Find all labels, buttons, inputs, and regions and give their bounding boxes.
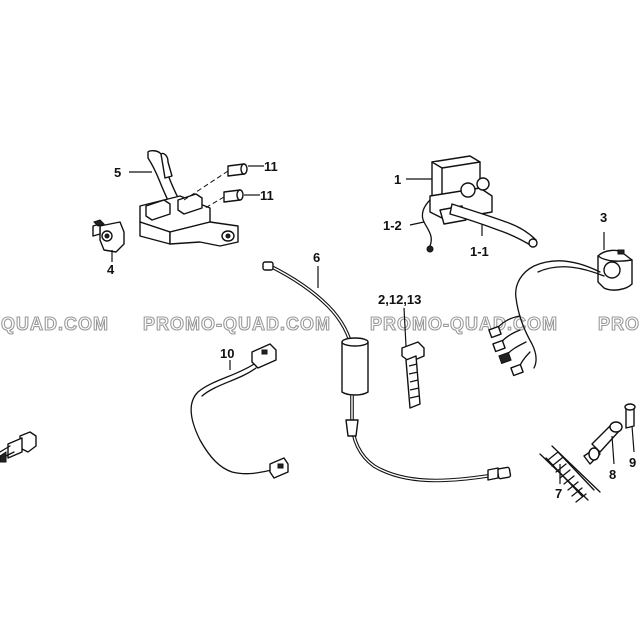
part-11-screws — [183, 163, 248, 209]
callouts: 5 11 11 4 1 1-2 1-1 3 6 2,12,13 10 7 8 9 — [107, 159, 636, 501]
callout-11b: 11 — [260, 188, 274, 203]
part-9-bolt — [624, 403, 636, 429]
watermark-text-3: PROMO-QUAD.COM — [370, 314, 558, 334]
watermark-text-1: -QUAD.COM — [0, 314, 109, 334]
callout-5: 5 — [114, 165, 121, 180]
part-5-lever — [147, 149, 183, 211]
callout-9: 9 — [629, 455, 636, 470]
part-3-switch-harness — [488, 249, 633, 377]
part-10-sensor — [190, 343, 289, 479]
callout-2-12-13: 2,12,13 — [378, 292, 421, 307]
callout-7: 7 — [555, 486, 562, 501]
callout-11a: 11 — [264, 159, 278, 174]
part-8-bolt — [583, 421, 623, 465]
watermark-text-2: PROMO-QUAD.COM — [143, 314, 331, 334]
watermark-text-4: PRO — [598, 314, 640, 334]
part-6-cable — [262, 261, 512, 483]
callout-10: 10 — [220, 346, 234, 361]
callout-8: 8 — [609, 467, 616, 482]
callout-1: 1 — [394, 172, 401, 187]
leader-lines — [111, 165, 635, 484]
part-4-clamp-assembly — [92, 193, 239, 253]
callout-1-1: 1-1 — [470, 244, 489, 259]
part-7-spring — [539, 445, 601, 503]
part-2-12-13-ties — [401, 341, 425, 409]
part-1-master-cylinder — [421, 155, 538, 253]
watermark: -QUAD.COM PROMO-QUAD.COM PROMO-QUAD.COM … — [0, 313, 640, 334]
callout-6: 6 — [313, 250, 320, 265]
partial-part-left — [0, 431, 37, 463]
callout-4: 4 — [107, 262, 115, 277]
callout-1-2: 1-2 — [383, 218, 402, 233]
callout-3: 3 — [600, 210, 607, 225]
